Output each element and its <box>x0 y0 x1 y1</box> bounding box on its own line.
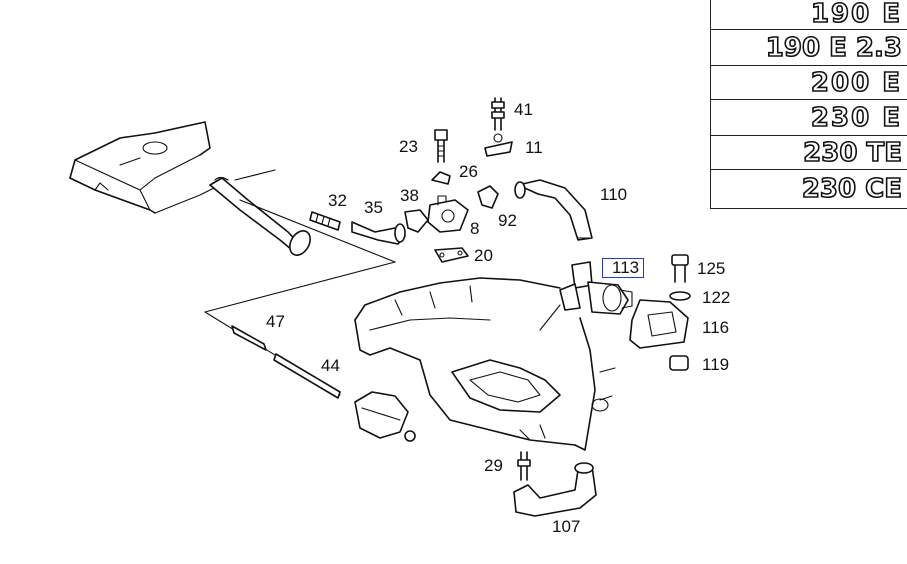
model-row-230te: 230 TE <box>711 135 907 169</box>
part-label-26[interactable]: 26 <box>459 162 478 181</box>
part-label-125[interactable]: 125 <box>697 259 726 278</box>
model-row-190e-23: 190 E 2.3 <box>711 29 907 65</box>
model-applicability-panel: 190 E 190 E 2.3 200 E 230 E 230 TE 230 C… <box>710 0 907 209</box>
model-badge-200e: 200 E <box>810 67 902 99</box>
part-110-hose <box>514 179 593 241</box>
part-125-122-119 <box>669 254 691 371</box>
part-23-bolt <box>434 129 448 163</box>
part-label-29[interactable]: 29 <box>484 456 503 475</box>
part-label-11[interactable]: 11 <box>525 138 543 157</box>
cylinder-head-cover <box>69 121 276 214</box>
part-38-elbow <box>404 209 429 233</box>
part-label-35[interactable]: 35 <box>364 198 383 217</box>
intake-manifold <box>354 277 616 451</box>
part-35-hose <box>351 221 406 245</box>
part-label-32[interactable]: 32 <box>328 191 347 210</box>
model-row-230ce: 230 CE <box>711 169 907 207</box>
part-label-38[interactable]: 38 <box>400 186 419 205</box>
part-8-valve <box>427 195 469 233</box>
part-label-110[interactable]: 110 <box>600 185 628 204</box>
part-113-housing <box>559 261 633 315</box>
part-32-connector <box>309 211 341 231</box>
part-29-bolt <box>517 451 531 481</box>
vacuum-unit <box>354 391 416 442</box>
model-row-200e: 200 E <box>711 65 907 99</box>
part-20-gasket <box>434 247 469 263</box>
part-label-23[interactable]: 23 <box>399 137 418 156</box>
part-label-47[interactable]: 47 <box>266 312 285 331</box>
part-116-bracket <box>629 299 689 349</box>
part-label-116[interactable]: 116 <box>702 318 730 337</box>
model-row-190e: 190 E <box>711 0 907 30</box>
part-47-pipe <box>231 325 267 351</box>
model-badge-230te: 230 TE <box>802 137 902 169</box>
part-label-44[interactable]: 44 <box>321 356 340 375</box>
part-44-pipe <box>273 353 341 399</box>
part-label-20[interactable]: 20 <box>474 246 493 265</box>
part-label-119[interactable]: 119 <box>702 355 730 374</box>
part-label-41[interactable]: 41 <box>514 100 533 119</box>
part-label-92[interactable]: 92 <box>498 211 517 230</box>
model-badge-190e: 190 E <box>810 0 902 30</box>
model-badge-190e-23: 190 E 2.3 <box>765 32 903 64</box>
part-label-107[interactable]: 107 <box>552 517 581 536</box>
model-badge-230ce: 230 CE <box>801 173 903 205</box>
part-41-11-fitting <box>484 97 513 157</box>
part-label-8[interactable]: 8 <box>470 219 480 238</box>
model-badge-230e: 230 E <box>810 102 902 134</box>
part-label-122[interactable]: 122 <box>702 288 731 307</box>
breather-hose-47-44-area <box>209 176 311 256</box>
model-row-230e: 230 E <box>711 99 907 135</box>
part-92-fitting <box>477 185 499 209</box>
part-label-113[interactable]: 113 <box>602 258 645 278</box>
part-107-hose <box>513 462 597 517</box>
part-26-clip <box>431 171 451 185</box>
